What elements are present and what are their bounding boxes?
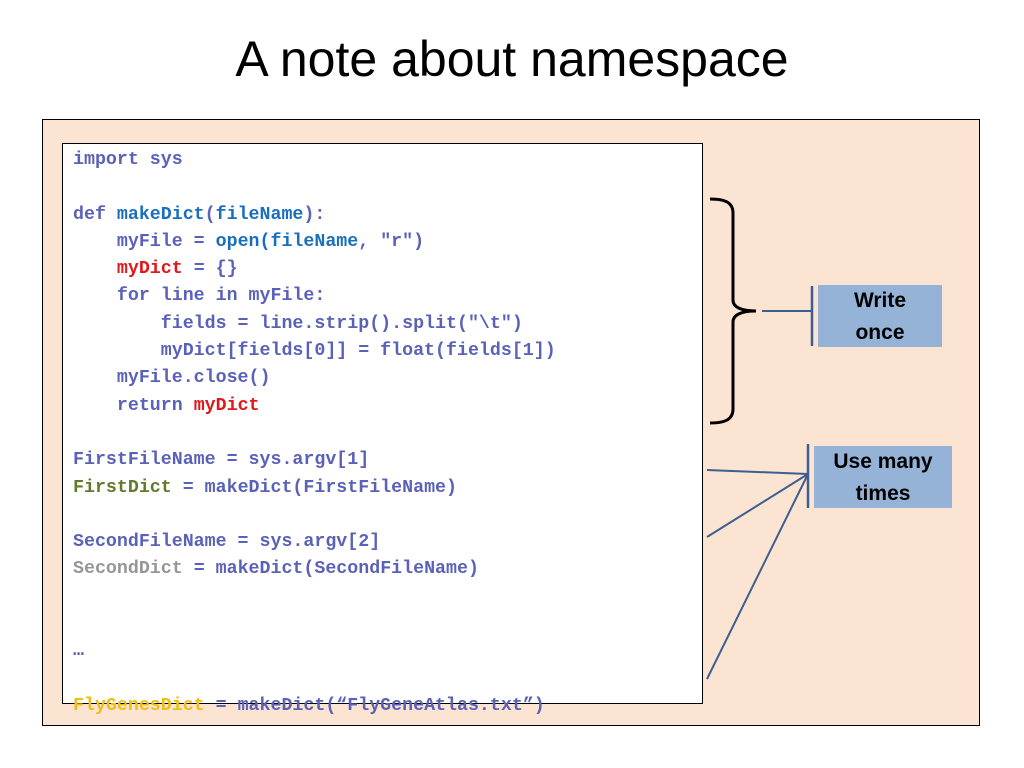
code-listing: import sys def makeDict(fileName): myFil… (73, 147, 556, 720)
code-line-first-filename: FirstFileName = sys.argv[1] (73, 450, 370, 471)
code-line-return: return myDict (73, 395, 260, 416)
code-line-ellipsis: … (73, 641, 84, 662)
code-line-fields: fields = line.strip().split("\t") (73, 313, 523, 334)
code-line-mydict: myDict = {} (73, 259, 238, 280)
code-line-second-filename: SecondFileName = sys.argv[2] (73, 532, 381, 553)
slide-title: A note about namespace (235, 31, 789, 87)
use-many-arrow-1 (706, 469, 809, 475)
use-many-arrow-3 (706, 473, 809, 680)
curly-brace-icon (709, 197, 757, 425)
code-line-assign: myDict[fields[0]] = float(fields[1]) (73, 341, 556, 362)
code-line-first-dict: FirstDict = makeDict(FirstFileName) (73, 477, 457, 498)
code-line-open: myFile = open(fileName, "r") (73, 231, 425, 252)
code-line-import: import sys (73, 150, 183, 170)
code-line-for: for line in myFile: (73, 286, 326, 307)
code-box (62, 143, 703, 704)
code-line-second-dict: SecondDict = makeDict(SecondFileName) (73, 559, 479, 580)
use-many-times-label: Use many times (814, 446, 952, 508)
code-line-def: def makeDict(fileName): (73, 204, 326, 225)
use-many-arrow-2 (706, 473, 809, 538)
code-line-close: myFile.close() (73, 368, 271, 389)
code-line-fly-dict: FlyGenesDict = makeDict(“FlyGeneAtlas.tx… (73, 695, 545, 716)
write-once-label: Write once (818, 285, 942, 347)
